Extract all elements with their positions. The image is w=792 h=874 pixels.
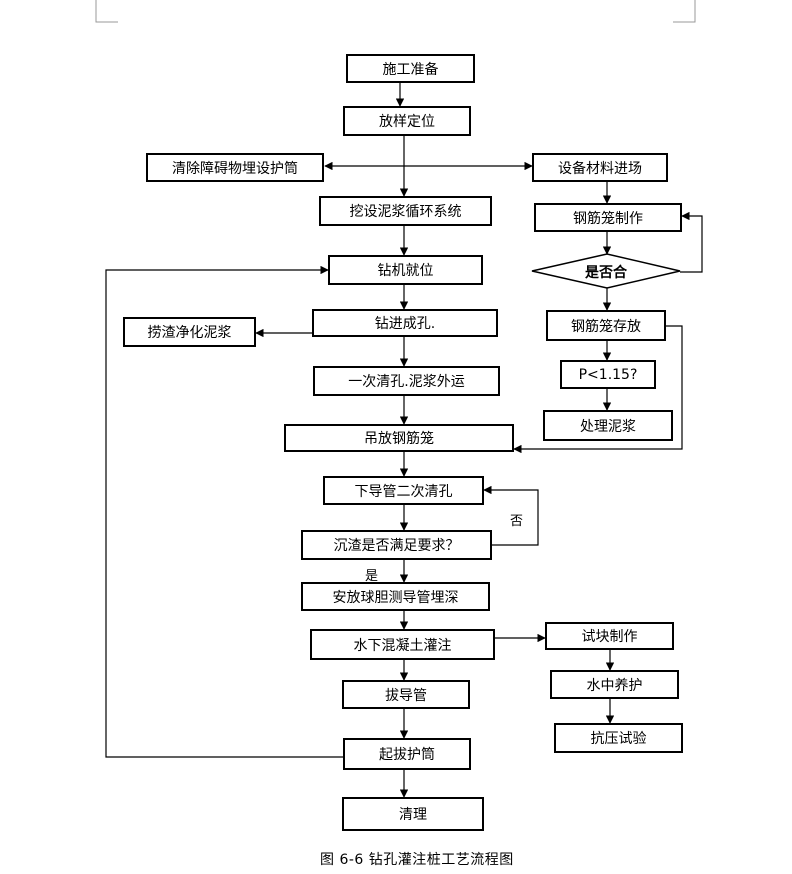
node-tremie-clean: 下导管二次清孔	[323, 476, 484, 505]
node-pull-tremie: 拔导管	[342, 680, 470, 709]
node-install-bladder: 安放球胆测导管埋深	[301, 582, 490, 611]
node-cage-make: 钢筋笼制作	[534, 203, 682, 232]
node-drilling: 钻进成孔.	[312, 309, 498, 337]
node-stakeout: 放样定位	[343, 106, 471, 136]
node-rig-positioning: 钻机就位	[328, 255, 483, 285]
node-specimen: 试块制作	[545, 622, 674, 650]
crop-mark-top-right	[673, 0, 696, 23]
node-materials: 设备材料进场	[532, 153, 668, 182]
edge-qualified-no-loop	[680, 211, 703, 273]
node-mud-treatment: 处理泥浆	[543, 410, 673, 441]
node-construction-prep: 施工准备	[346, 54, 475, 83]
edge-store-hoist	[513, 325, 683, 454]
node-cage-store: 钢筋笼存放	[546, 310, 666, 341]
node-p-check: P<1.15?	[560, 360, 656, 389]
figure-caption: 图 6-6 钻孔灌注桩工艺流程图	[320, 852, 514, 868]
label-no: 否	[510, 514, 524, 529]
edge-sediment-no-loop	[483, 485, 539, 546]
node-water-cure: 水中养护	[550, 670, 679, 699]
decision-label-qualified: 是否合	[585, 265, 627, 281]
node-slag-cleaning: 捞渣净化泥浆	[123, 317, 256, 347]
node-underwater-pour: 水下混凝土灌注	[310, 629, 495, 660]
edge-casing-loop-rig	[105, 265, 343, 758]
node-clear-obstacles: 清除障碍物埋设护筒	[146, 153, 324, 182]
node-slurry-system: 挖设泥浆循环系统	[319, 196, 492, 226]
crop-mark-top-left	[95, 0, 118, 23]
decision-diamond-qualified	[531, 253, 681, 289]
node-first-clean: 一次清孔.泥浆外运	[313, 366, 500, 396]
node-cleanup: 清理	[342, 797, 484, 831]
node-pull-casing: 起拔护筒	[343, 738, 471, 770]
node-sediment-check: 沉渣是否满足要求？	[301, 530, 492, 560]
node-compression-test: 抗压试验	[554, 723, 683, 753]
node-hoist-cage: 吊放钢筋笼	[284, 424, 514, 452]
label-yes: 是	[365, 569, 379, 584]
